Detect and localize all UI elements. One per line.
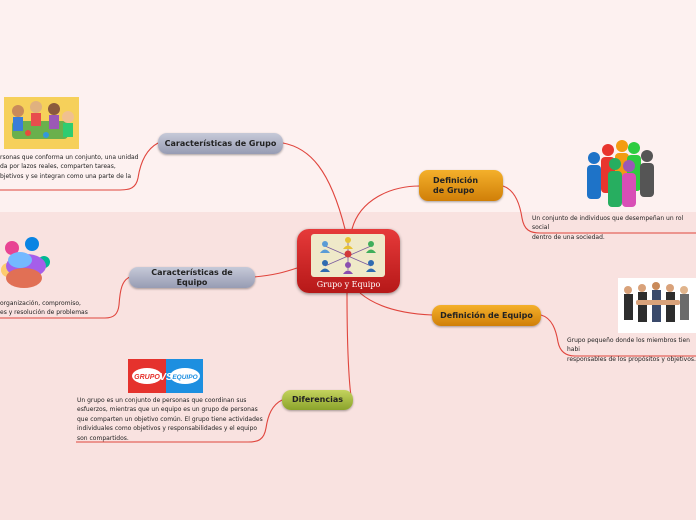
note-diferencias: Un grupo es un conjunto de personas que … [77,396,277,443]
grupo-vs-equipo-image: GRUPO VS EQUIPO [128,359,203,393]
note-definicion-grupo: Un conjunto de individuos que desempeñan… [532,214,696,242]
vs-word: VS [159,372,173,383]
note-line: son compartidos. [77,434,129,442]
note-line: individuales como objetivos y responsabi… [77,425,258,433]
note-line: responsables de los propósitos y objetiv… [567,355,696,363]
note-line: rsonas que conforma un conjunto, una uni… [0,154,139,161]
group-network-image [311,234,385,277]
children-playing-image [4,97,79,149]
note-line: esfuerzos, mientras que un equipo es un … [77,406,258,414]
note-caracteristicas-equipo: organización, compromiso, es y resolució… [0,299,120,318]
topic-definicion-grupo[interactable]: Definición de Grupo [419,170,503,201]
equipo-word: EQUIPO [172,374,197,381]
team-hands-image [618,278,696,333]
note-line: Grupo pequeño donde los miembros tien ha… [567,337,690,354]
note-line: Un grupo es un conjunto de personas que … [77,397,247,404]
note-caracteristicas-grupo: rsonas que conforma un conjunto, una uni… [0,153,140,181]
topic-diferencias[interactable]: Diferencias [282,390,353,410]
topic-label-line2: de Grupo [433,185,475,195]
topic-caracteristicas-equipo[interactable]: Características de Equipo [129,267,255,288]
colored-people-image [582,138,658,210]
team-circle-image [0,236,50,292]
note-line: da por lazos reales, comparten tareas, [0,163,116,171]
note-line: dentro de una sociedad. [532,233,605,241]
note-line: es y resolución de problemas [0,309,88,317]
topic-label: Definición de Equipo [440,310,533,320]
note-definicion-equipo: Grupo pequeño donde los miembros tien ha… [567,336,696,364]
central-topic-label: Grupo y Equipo [316,280,381,289]
topic-definicion-equipo[interactable]: Definición de Equipo [432,305,541,326]
topic-label: Diferencias [292,395,343,405]
grupo-word: GRUPO [134,374,160,381]
topic-label: Características de Equipo [151,268,233,287]
topic-caracteristicas-grupo[interactable]: Características de Grupo [158,133,283,154]
central-topic[interactable]: Grupo y Equipo [297,229,400,293]
note-line: que comparten un objetivo común. El grup… [77,415,263,423]
note-line: Un conjunto de individuos que desempeñan… [532,215,684,232]
note-line: organización, compromiso, [0,300,81,307]
topic-label: Características de Grupo [164,138,277,148]
topic-label-line1: Definición [433,176,479,186]
note-line: bjetivos y se integran como una parte de… [0,172,132,180]
